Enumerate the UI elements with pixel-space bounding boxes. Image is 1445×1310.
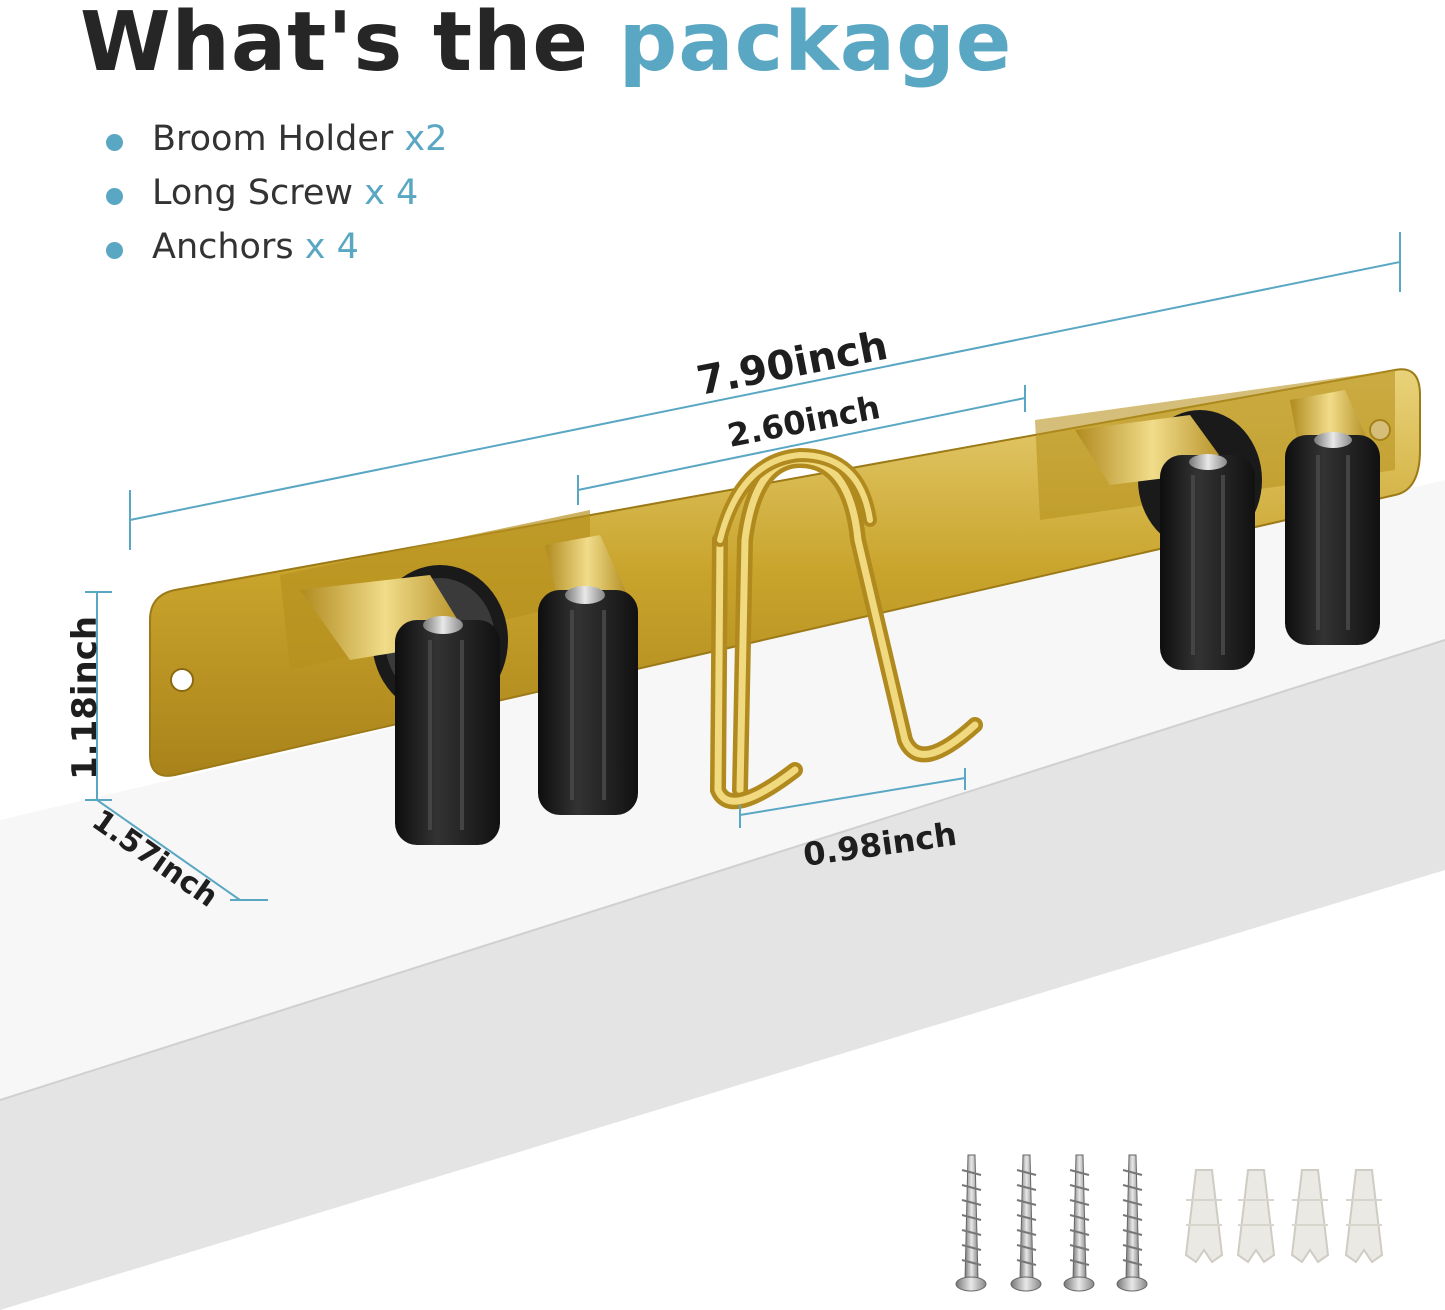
dimension-lines xyxy=(85,232,1401,901)
screw-head-icon xyxy=(1314,432,1352,448)
height-label: 1.18inch xyxy=(65,616,105,780)
screw-icon xyxy=(1010,1154,1042,1292)
mounting-hole-icon xyxy=(170,668,194,692)
item-name: Long Screw xyxy=(152,173,354,213)
screw-icon xyxy=(1063,1154,1095,1292)
screw-icon xyxy=(1116,1154,1148,1292)
screw-head-icon xyxy=(1189,454,1227,470)
bullet-icon xyxy=(106,188,123,205)
item-qty: x 4 xyxy=(304,227,359,267)
item-name: Anchors xyxy=(152,227,294,267)
item-name: Broom Holder xyxy=(152,119,394,159)
anchor-icon xyxy=(1184,1169,1224,1264)
double-hook xyxy=(709,447,983,810)
page-title: What's the package xyxy=(80,0,1012,92)
screw-icon xyxy=(955,1154,987,1292)
screw-head-icon xyxy=(423,616,463,634)
screw-head-icon xyxy=(565,586,605,604)
bullet-icon xyxy=(106,134,123,151)
title-main: What's the xyxy=(80,0,590,90)
bullet-icon xyxy=(106,242,123,259)
title-accent: package xyxy=(618,0,1013,90)
long-screws xyxy=(955,1154,1148,1292)
gripper-right xyxy=(1035,370,1395,670)
item-qty: x 4 xyxy=(364,173,419,213)
spacing-label: 2.60inch xyxy=(724,388,883,455)
item-qty: x2 xyxy=(404,119,448,159)
wall-anchors xyxy=(1184,1169,1384,1264)
gripper-left xyxy=(280,510,638,845)
anchor-icon xyxy=(1344,1169,1384,1264)
anchor-icon xyxy=(1290,1169,1330,1264)
anchor-icon xyxy=(1236,1169,1276,1264)
